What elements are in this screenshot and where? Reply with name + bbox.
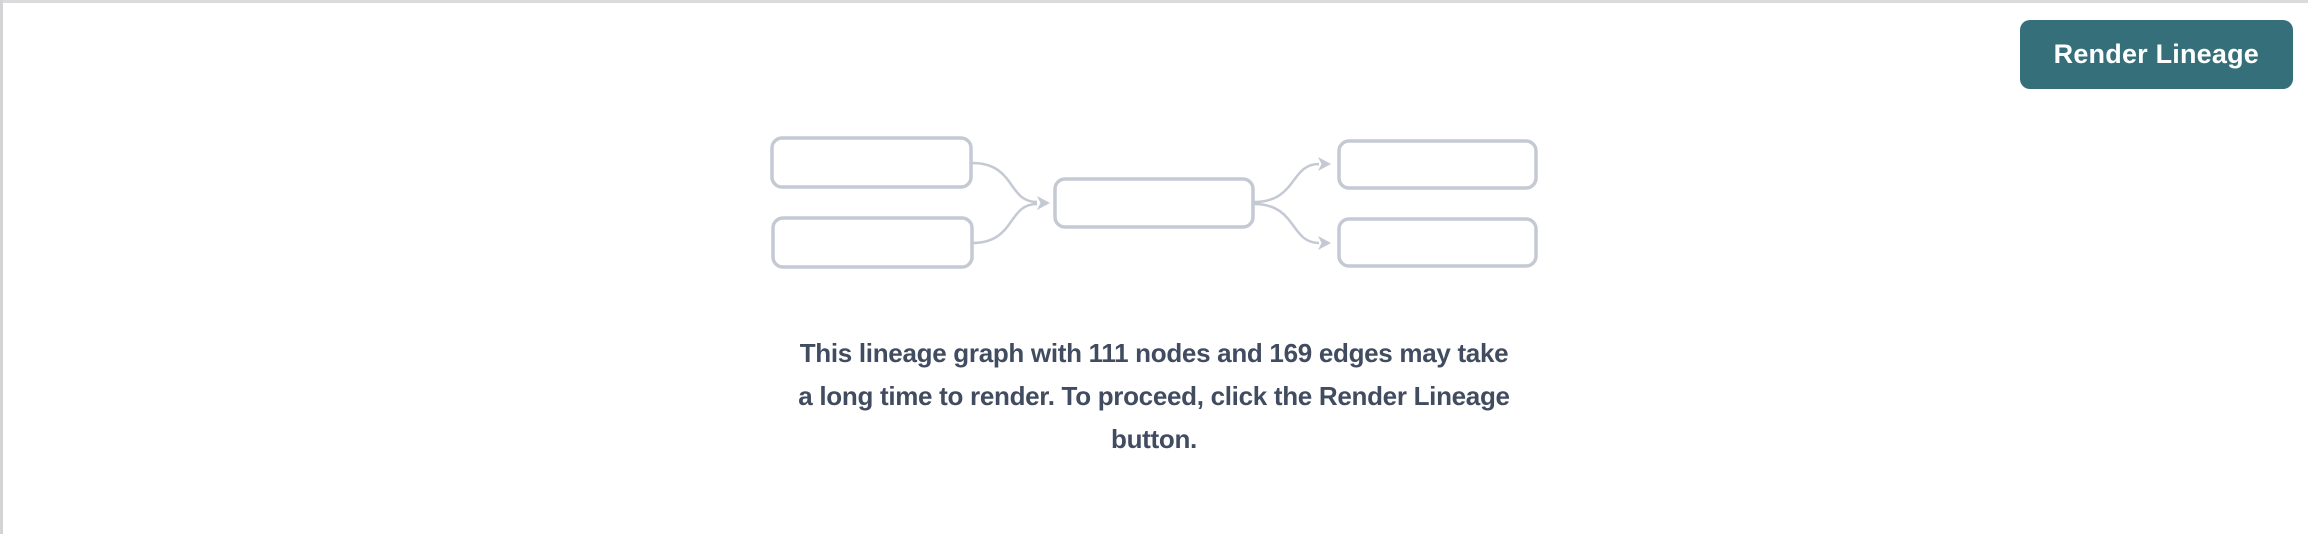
placeholder-edge [971,161,1038,204]
panel-left-border [0,0,3,534]
placeholder-edges [971,161,1320,245]
lineage-placeholder-graphic [769,136,1539,270]
placeholder-node [1053,177,1255,229]
render-lineage-button[interactable]: Render Lineage [2019,20,2293,89]
placeholder-edge [971,202,1038,245]
placeholder-node [771,216,974,269]
arrowhead-icons [1037,157,1331,250]
placeholder-edge [1253,202,1320,245]
panel-top-border [0,0,2308,3]
message-line: a long time to render. To proceed, click… [798,381,1510,411]
arrowhead-icon [1318,157,1331,171]
placeholder-node [1337,139,1538,190]
lineage-warning-message: This lineage graph with 111 nodes and 16… [704,332,1604,461]
arrowhead-icon [1318,236,1331,250]
lineage-placeholder-svg [770,136,1538,269]
placeholder-nodes [770,136,1538,269]
placeholder-node [770,136,973,189]
arrowhead-icon [1037,196,1050,210]
placeholder-node [1337,217,1538,268]
message-line: button. [1111,424,1197,454]
placeholder-edge [1253,162,1320,204]
message-line: This lineage graph with 111 nodes and 16… [799,338,1509,368]
